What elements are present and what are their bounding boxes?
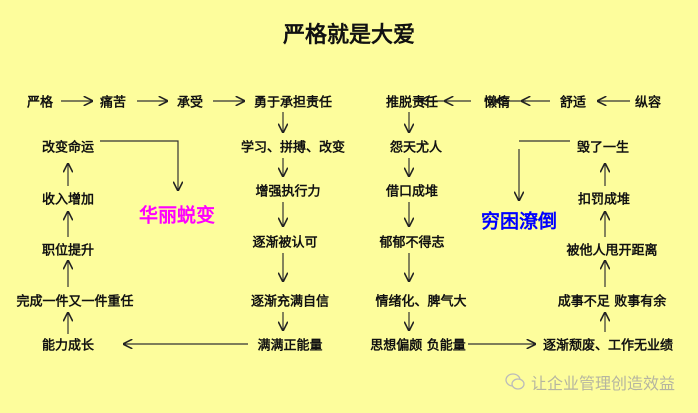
node-emotional: 情绪化、脾气大 — [375, 294, 467, 310]
node-decline: 逐渐颓废、工作无业绩 — [542, 338, 674, 354]
node-ability-growth: 能力成长 — [41, 338, 95, 354]
node-indulgence: 纵容 — [634, 95, 662, 111]
node-confidence: 逐渐充满自信 — [250, 294, 330, 310]
watermark-text: 让企业管理创造效益 — [531, 374, 676, 393]
node-pain: 痛苦 — [99, 95, 127, 111]
node-recognized: 逐渐被认可 — [252, 235, 318, 251]
node-positive-energy: 满满正能量 — [257, 338, 323, 354]
node-take-responsibility: 勇于承担责任 — [253, 95, 333, 111]
node-learn-strive-change: 学习、拼搏、改变 — [240, 140, 346, 156]
node-complete-tasks: 完成一件又一件重任 — [16, 294, 134, 310]
node-frustrated: 郁郁不得志 — [379, 235, 445, 251]
node-promotion: 职位提升 — [41, 243, 95, 259]
node-shirk-responsibility: 推脱责任 — [385, 95, 439, 111]
node-endure: 承受 — [176, 95, 204, 111]
outcome-poverty: 穷困潦倒 — [480, 210, 558, 233]
node-ruined-life: 毁了一生 — [576, 140, 630, 156]
node-penalties: 扣罚成堆 — [577, 192, 631, 208]
node-change-fate: 改变命运 — [41, 140, 95, 156]
node-excuses: 借口成堆 — [385, 184, 439, 200]
wechat-icon — [505, 373, 525, 390]
node-income-increase: 收入增加 — [41, 192, 95, 208]
node-blame-others: 怨天尤人 — [389, 140, 443, 156]
watermark: 让企业管理创造效益 — [505, 370, 675, 394]
node-comfort: 舒适 — [559, 95, 587, 111]
node-spoil-things: 成事不足 败事有余 — [557, 294, 667, 310]
node-left-behind: 被他人甩开距离 — [566, 243, 658, 259]
node-negative-energy: 思想偏颇 负能量 — [370, 338, 466, 354]
outcome-transformation: 华丽蜕变 — [138, 204, 216, 227]
node-laziness: 懒惰 — [483, 95, 511, 111]
node-strict: 严格 — [26, 95, 54, 111]
diagram-title: 严格就是大爱 — [282, 23, 416, 48]
node-execution: 增强执行力 — [255, 184, 321, 200]
